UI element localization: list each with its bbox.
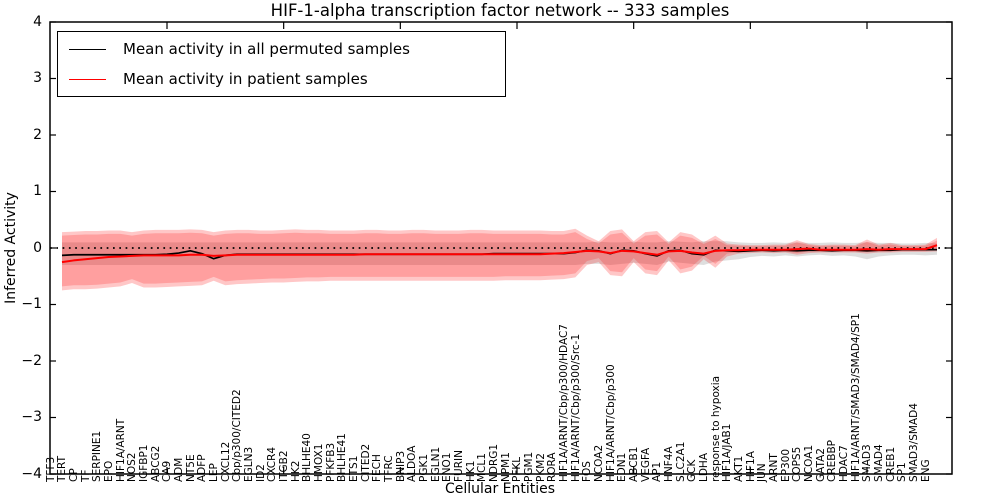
x-category-label: TERT (56, 456, 69, 482)
x-category-label: SERPINE1 (91, 430, 104, 482)
x-category-label: response to hypoxia (709, 375, 722, 482)
legend-line-black (69, 48, 106, 50)
x-category-label: ENO1 (441, 452, 454, 482)
x-category-label: ETS1 (347, 455, 360, 482)
patient-mean-line (61, 244, 938, 264)
x-category-label: VEGFA (639, 447, 652, 482)
x-category-label: TFRC (382, 455, 395, 482)
x-category-label: PFKL (511, 456, 524, 482)
x-category-label: LDHA (697, 452, 710, 482)
x-category-label: NPM1 (499, 452, 512, 482)
x-category-label: EGLN3 (242, 446, 255, 482)
x-category-label: ID2 (254, 464, 267, 482)
x-category-label: FECH (371, 454, 384, 482)
x-category-label: GCK (686, 459, 699, 482)
x-category-label: CP (67, 468, 80, 482)
x-category-label: CA9 (161, 460, 174, 482)
x-category-label: COPS5 (791, 446, 804, 482)
x-category-label: FURIN (452, 450, 465, 482)
x-category-label: NT5E (184, 454, 197, 482)
x-category-label: RORA (546, 452, 559, 482)
x-category-label: HNF4A (662, 446, 675, 482)
x-category-label: CREBBP (826, 440, 839, 482)
x-category-label: HIF1A/ARNT/Cbp/p300/HDAC7 (557, 324, 570, 482)
x-category-label: CREB1 (884, 446, 897, 482)
y-tick-label: 1 (33, 183, 42, 199)
legend-line-red (69, 78, 106, 80)
x-category-label: JUN (756, 463, 769, 482)
chart-title: HIF-1-alpha transcription factor network… (270, 1, 730, 20)
x-category-label: NCOA2 (592, 444, 605, 482)
y-tick-label: 0 (33, 239, 42, 256)
x-category-label: FOS (581, 461, 594, 482)
x-category-label: PFKFB3 (324, 442, 337, 482)
x-category-label: ITGB2 (277, 450, 290, 482)
x-category-label: HIF1A/ARNT/Cbp/p300/Src-1 (569, 333, 582, 482)
x-category-label: AKT1 (732, 455, 745, 482)
x-category-label: HMOX1 (312, 443, 325, 482)
x-category-label: ALDOA (406, 445, 419, 482)
x-category-label: NCOA1 (802, 444, 815, 482)
x-category-label: BHLHE41 (336, 433, 349, 482)
legend-entry-patient: Mean activity in patient samples (58, 64, 505, 94)
x-category-label: HIF1A/ARNT/SMAD3/SMAD4/SP1 (849, 313, 862, 482)
x-category-label: CXCL12 (219, 441, 232, 482)
x-category-label: ADFP (196, 454, 209, 482)
x-category-label: HIF1A/ARNT (114, 418, 127, 482)
x-category-label: MCL1 (476, 453, 489, 482)
patient-samples-inner-band (62, 232, 937, 287)
x-category-label: ARNT (767, 453, 780, 482)
y-tick-label: −4 (21, 465, 42, 482)
y-tick-label: 4 (33, 13, 42, 30)
x-category-label: IGFBP1 (137, 444, 150, 483)
x-category-label: ABCB1 (627, 446, 640, 482)
y-tick-label: 3 (33, 70, 42, 86)
x-category-label: SMAD3/SMAD4 (907, 403, 920, 482)
x-category-label: SMAD3 (861, 444, 874, 482)
x-category-label: Cbp/p300/CITED2 (231, 389, 244, 482)
x-category-label: CXCR4 (266, 446, 279, 482)
x-category-label: HIF1A (744, 451, 757, 482)
x-category-label: HK2 (289, 460, 302, 482)
x-category-label: GATA2 (814, 448, 827, 482)
x-category-label: ABCG2 (149, 445, 162, 482)
x-axis-label: Cellular Entities (444, 481, 556, 497)
x-category-label: EPO (102, 460, 115, 482)
patient-samples-outer-band (62, 228, 937, 291)
x-category-label: ENG (919, 459, 932, 482)
x-category-label: NOS2 (126, 452, 139, 482)
x-category-label: CITED2 (359, 443, 372, 482)
x-category-label: NDRG1 (487, 443, 500, 482)
y-tick-label: −2 (21, 352, 42, 369)
x-category-label: HIF1A/JAB1 (721, 423, 734, 482)
legend-label-permuted: Mean activity in all permuted samples (123, 40, 410, 58)
y-tick-label: −3 (21, 409, 42, 425)
x-category-label: PGM1 (522, 451, 535, 482)
x-category-label: EP300 (779, 448, 792, 482)
x-category-label: HK1 (464, 460, 477, 482)
x-category-label: SLC2A1 (674, 441, 687, 482)
x-category-label: TF (79, 469, 92, 482)
y-tick-label: −1 (21, 296, 42, 312)
x-category-label: EDN1 (616, 452, 629, 482)
x-category-label: SP1 (896, 462, 909, 482)
x-category-label: TFF3 (44, 456, 57, 482)
x-category-label: BNIP3 (394, 450, 407, 482)
x-category-label: LEP (207, 463, 220, 482)
legend-entry-permuted: Mean activity in all permuted samples (58, 34, 505, 64)
x-category-label: EGLN1 (429, 446, 442, 482)
x-category-label: SMAD4 (872, 444, 885, 482)
legend-box: Mean activity in all permuted samples Me… (57, 31, 506, 97)
x-category-label: PGK1 (417, 453, 430, 482)
x-category-label: AP1 (651, 461, 664, 482)
x-category-label: ADM (172, 457, 185, 482)
legend-label-patient: Mean activity in patient samples (123, 70, 368, 88)
x-category-label: HIF1A/ARNT/Cbp/p300 (604, 364, 617, 482)
x-category-label: BHLHE40 (301, 433, 314, 482)
y-tick-label: 2 (33, 126, 42, 143)
x-category-label: HDAC7 (837, 445, 850, 482)
x-category-label: PKM2 (534, 453, 547, 482)
